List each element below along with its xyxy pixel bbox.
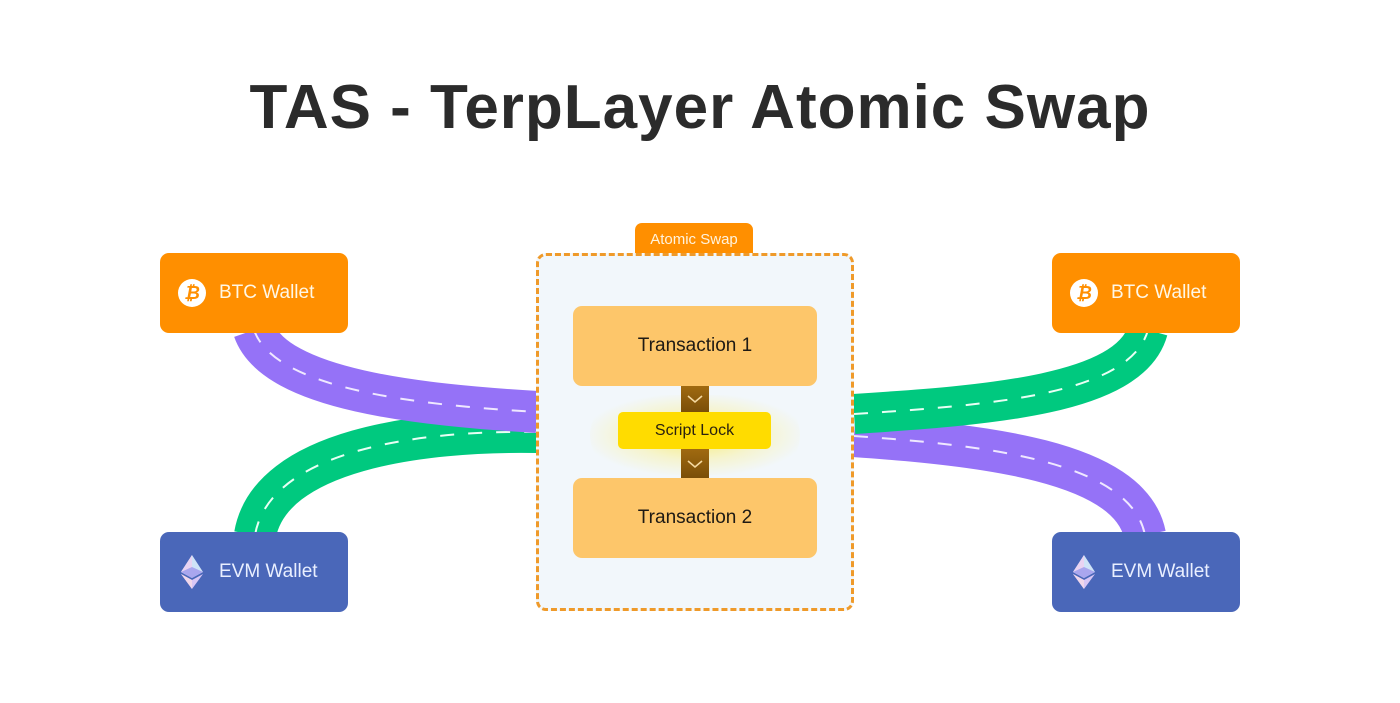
bitcoin-icon: ₿	[178, 278, 206, 308]
connector-bottom	[681, 449, 709, 478]
transaction-1: Transaction 1	[573, 306, 817, 386]
ethereum-icon	[178, 555, 206, 589]
left-evm-wallet-label: EVM Wallet	[219, 561, 318, 582]
road-right-evm	[852, 415, 1166, 541]
chevron-down-icon	[687, 395, 703, 404]
right-evm-wallet-label: EVM Wallet	[1111, 561, 1210, 582]
diagram-title: TAS - TerpLayer Atomic Swap	[249, 73, 1151, 142]
road-left-evm	[234, 410, 538, 541]
right-btc-wallet: ₿ BTC Wallet	[1052, 253, 1240, 333]
left-evm-wallet: EVM Wallet	[160, 532, 348, 612]
script-lock: Script Lock	[618, 412, 771, 449]
left-btc-wallet-label: BTC Wallet	[219, 282, 315, 303]
left-btc-wallet: ₿ BTC Wallet	[160, 253, 348, 333]
transaction-2: Transaction 2	[573, 478, 817, 558]
right-btc-wallet-label: BTC Wallet	[1111, 282, 1207, 303]
road-left-btc	[234, 321, 539, 433]
bitcoin-icon: ₿	[1070, 278, 1098, 308]
ethereum-icon	[1070, 555, 1098, 589]
connector-top	[681, 386, 709, 412]
atomic-swap-label: Atomic Swap	[635, 223, 753, 255]
road-right-btc	[852, 322, 1168, 434]
right-evm-wallet: EVM Wallet	[1052, 532, 1240, 612]
chevron-down-icon	[687, 459, 703, 468]
